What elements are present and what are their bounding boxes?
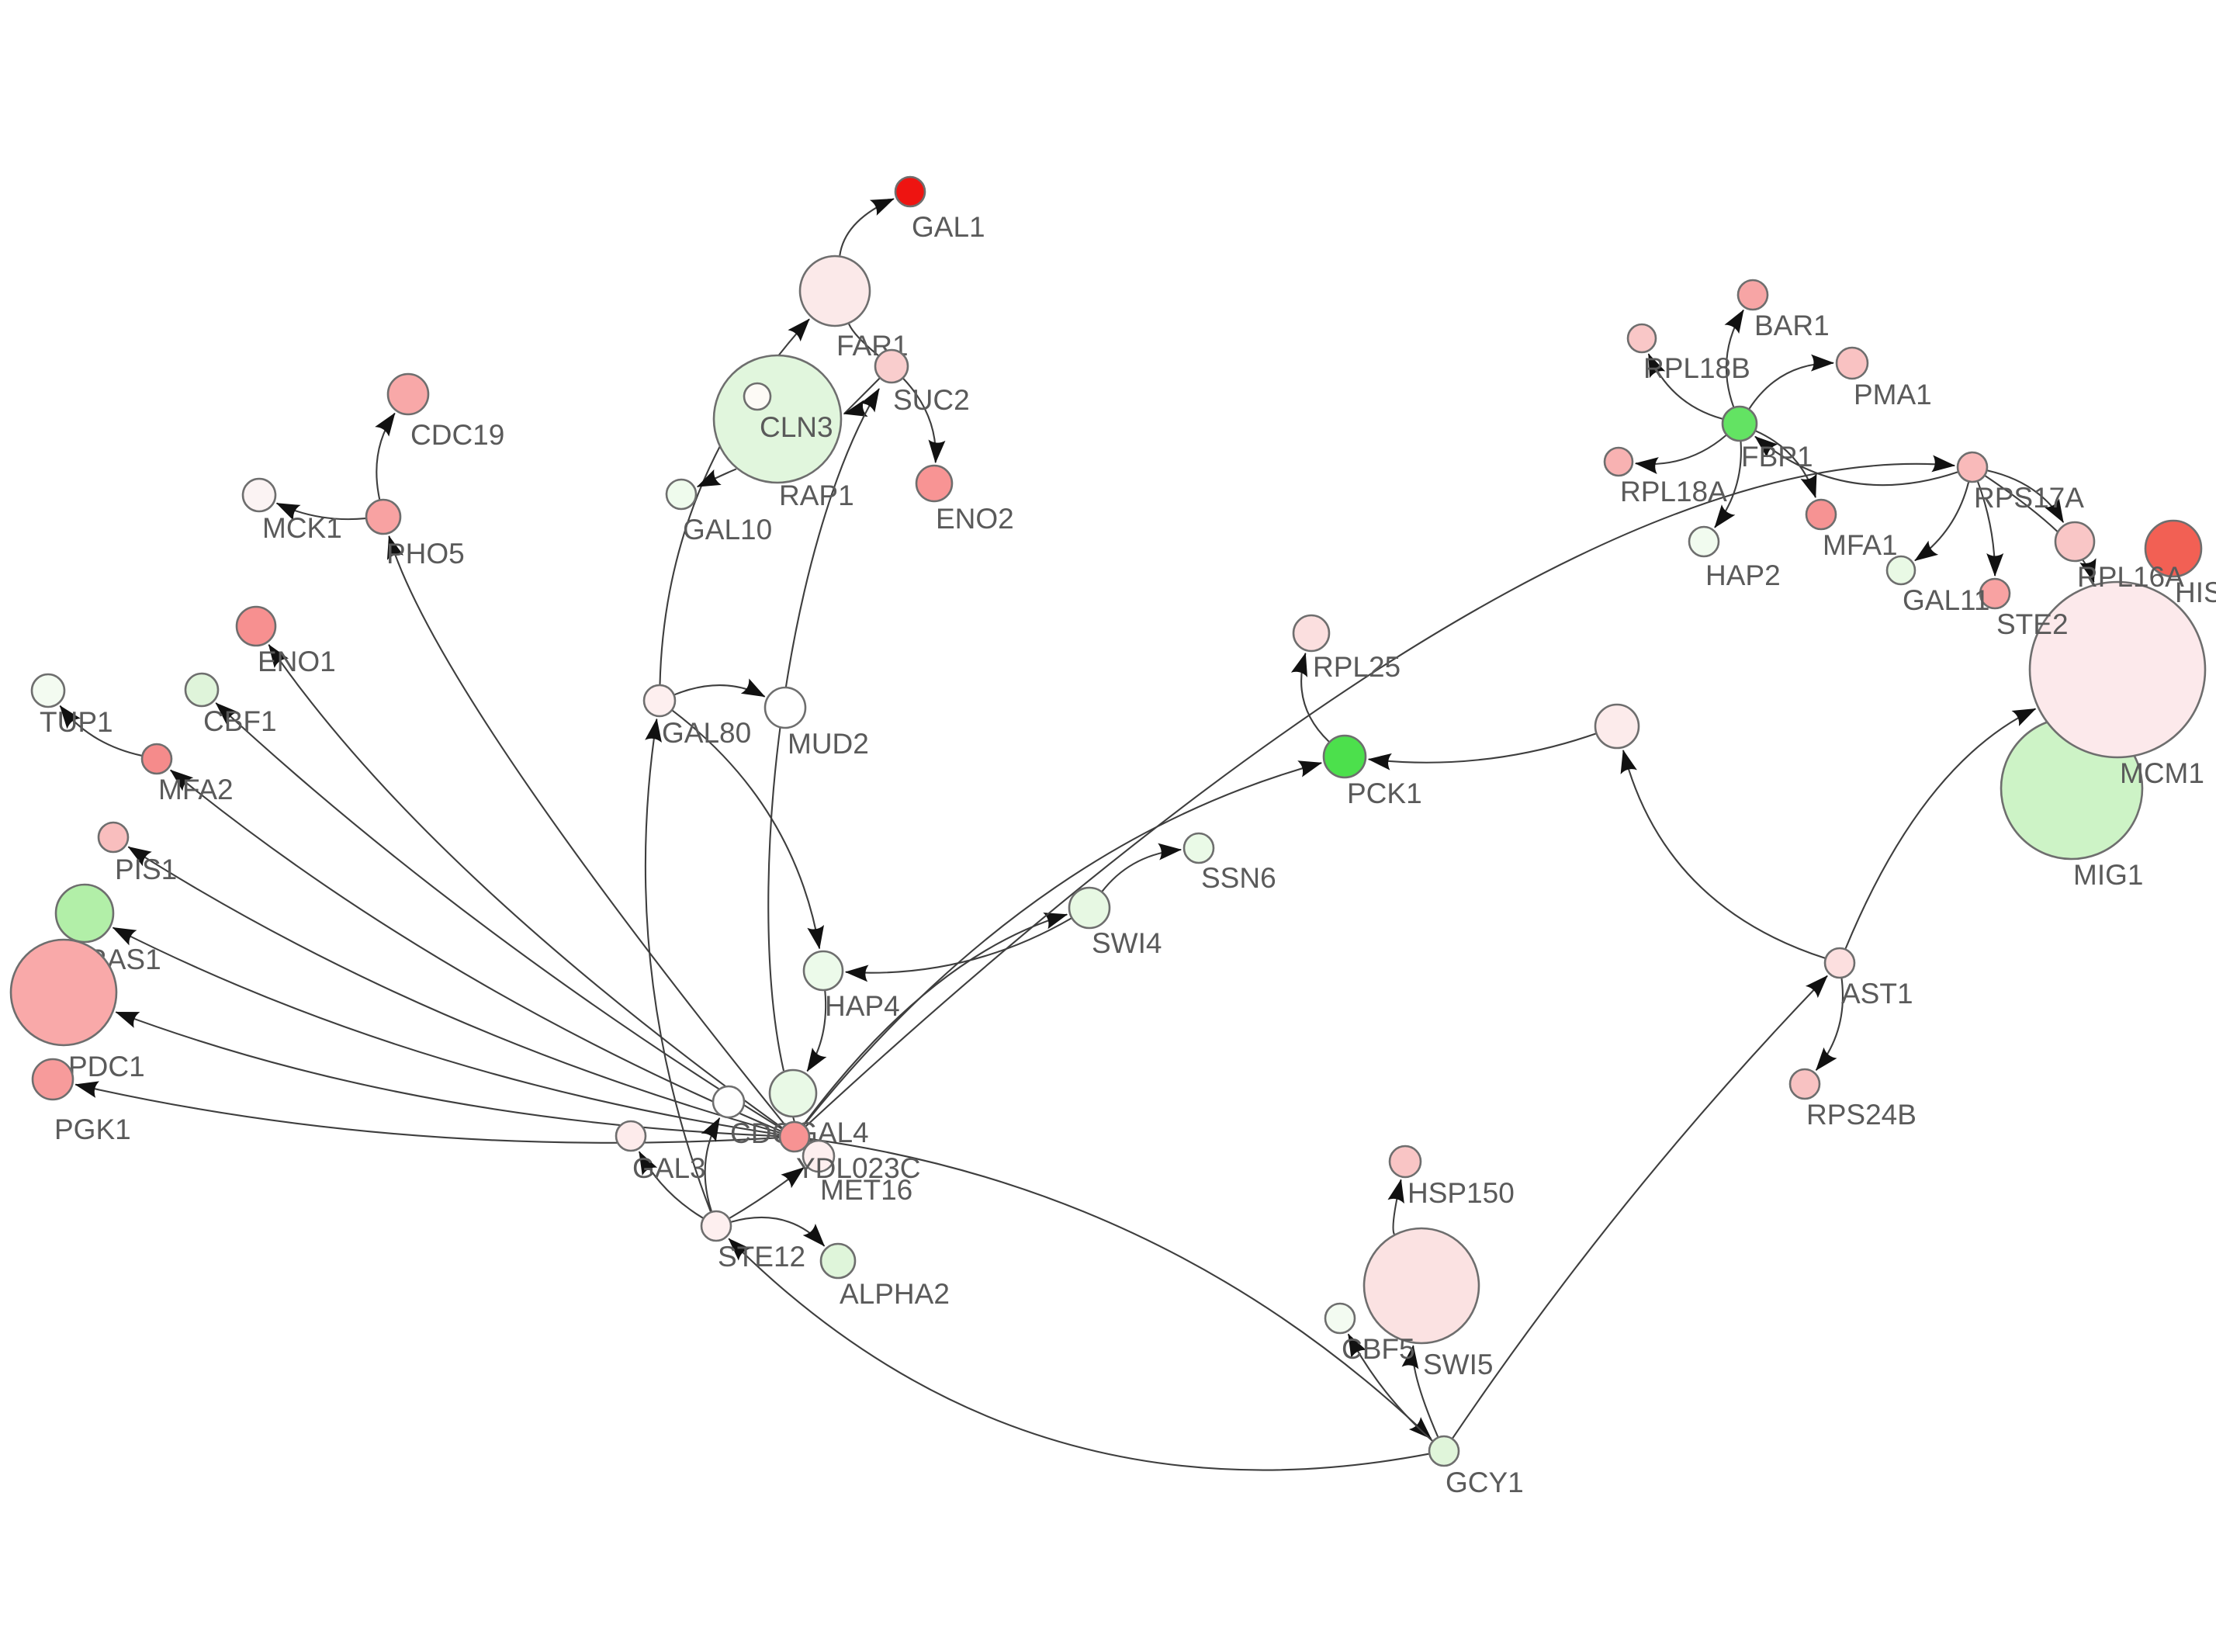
svg-text:GCY1: GCY1 <box>1446 1467 1524 1498</box>
svg-text:MCK1: MCK1 <box>262 512 342 544</box>
svg-text:MIG1: MIG1 <box>2073 859 2143 891</box>
svg-text:GAL80: GAL80 <box>662 717 751 749</box>
svg-text:RPL25: RPL25 <box>1313 651 1401 683</box>
svg-text:GAL11: GAL11 <box>1903 584 1989 616</box>
svg-text:PCK1: PCK1 <box>1347 778 1422 809</box>
svg-text:RPS24B: RPS24B <box>1806 1099 1916 1131</box>
svg-text:RPL16A: RPL16A <box>2077 561 2184 593</box>
svg-text:STE12: STE12 <box>718 1241 805 1273</box>
svg-text:FBP1: FBP1 <box>1741 441 1813 473</box>
svg-text:RAP1: RAP1 <box>779 480 854 511</box>
svg-text:GAL10: GAL10 <box>683 514 772 545</box>
svg-text:CDC19: CDC19 <box>410 419 504 451</box>
svg-text:MET16: MET16 <box>820 1174 912 1206</box>
svg-text:BAR1: BAR1 <box>1754 310 1830 341</box>
svg-text:HAP2: HAP2 <box>1705 559 1781 591</box>
svg-text:PIS1: PIS1 <box>115 854 177 885</box>
svg-text:GAL1: GAL1 <box>912 211 985 243</box>
svg-text:STE2: STE2 <box>1996 608 2069 640</box>
svg-text:SSN6: SSN6 <box>1201 862 1276 894</box>
svg-text:RPL18A: RPL18A <box>1620 476 1727 507</box>
svg-text:MUD2: MUD2 <box>788 728 869 760</box>
svg-text:PHO5: PHO5 <box>386 538 465 570</box>
svg-text:HAP4: HAP4 <box>825 990 900 1022</box>
svg-text:PMA1: PMA1 <box>1854 379 1932 410</box>
svg-text:GAL3: GAL3 <box>632 1152 706 1184</box>
svg-text:SWI4: SWI4 <box>1092 927 1162 959</box>
svg-text:AST1: AST1 <box>1841 978 1913 1010</box>
svg-text:MFA2: MFA2 <box>158 774 234 805</box>
svg-text:TUP1: TUP1 <box>40 706 113 738</box>
svg-text:YDL023C: YDL023C <box>796 1152 920 1184</box>
svg-text:ALPHA2: ALPHA2 <box>840 1278 950 1310</box>
svg-text:RPS17A: RPS17A <box>1974 482 2084 514</box>
svg-text:RPL18B: RPL18B <box>1643 352 1750 384</box>
svg-text:SWI5: SWI5 <box>1423 1349 1493 1380</box>
svg-text:MCM1: MCM1 <box>2120 757 2204 789</box>
svg-text:HSP150: HSP150 <box>1408 1177 1515 1209</box>
svg-text:HIS4: HIS4 <box>2175 577 2216 608</box>
svg-text:CBF1: CBF1 <box>203 705 277 737</box>
svg-text:ENO1: ENO1 <box>258 646 336 677</box>
svg-text:CLN3: CLN3 <box>760 411 833 443</box>
svg-text:PDC1: PDC1 <box>68 1051 145 1082</box>
svg-text:PGK1: PGK1 <box>54 1113 131 1145</box>
svg-text:SUC2: SUC2 <box>893 384 970 416</box>
svg-text:ENO2: ENO2 <box>936 503 1014 535</box>
svg-text:MFA1: MFA1 <box>1823 529 1898 561</box>
svg-text:CBF5: CBF5 <box>1342 1333 1415 1365</box>
